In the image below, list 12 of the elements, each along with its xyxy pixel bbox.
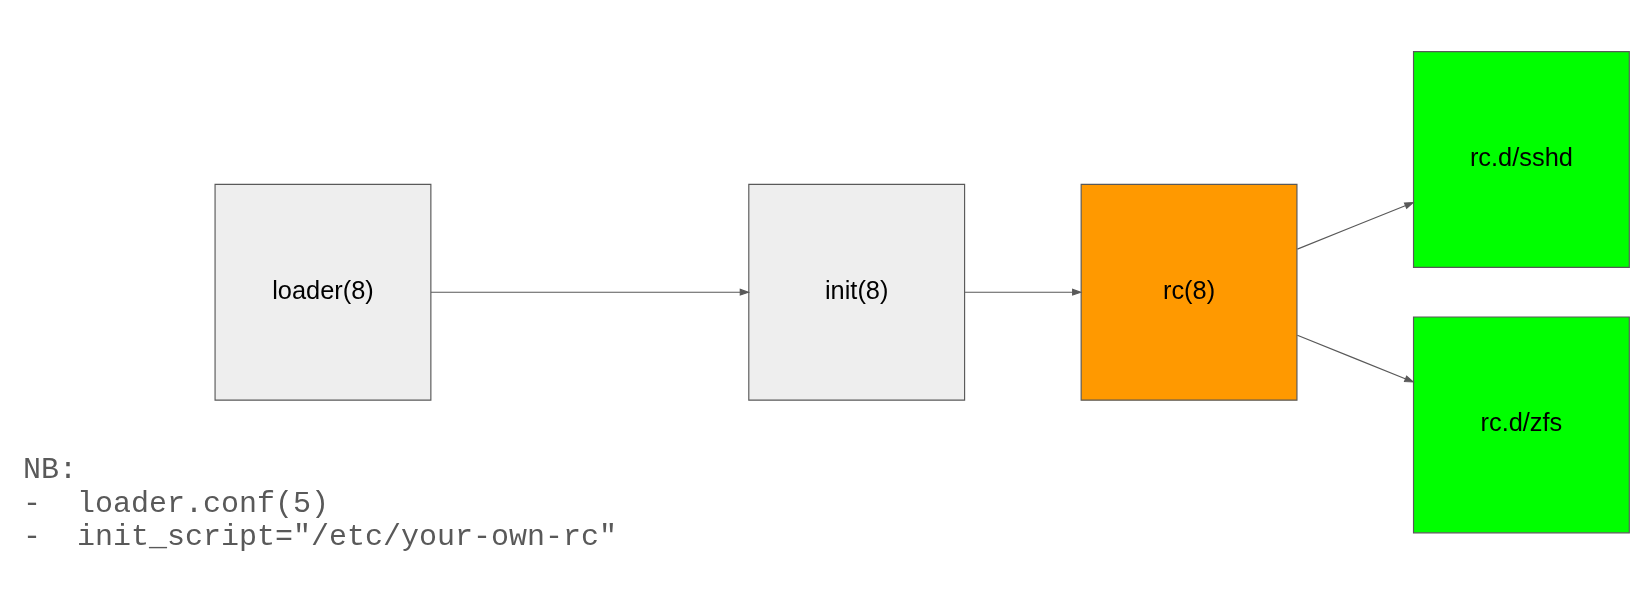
- arrow: [1296, 201, 1415, 250]
- label: - init_script="/etc/your-own-rc": [22, 520, 618, 555]
- arrow: [964, 288, 1083, 296]
- arrow: [1296, 334, 1415, 383]
- node-box: init(8): [748, 183, 966, 401]
- node-box: rc.d/sshd: [1412, 51, 1630, 268]
- label: NB:: [22, 453, 77, 488]
- node-box: rc(8): [1080, 183, 1298, 401]
- node-box: loader(8): [214, 183, 432, 401]
- label: - loader.conf(5): [22, 486, 329, 521]
- arrow: [430, 288, 751, 296]
- node-box: rc.d/zfs: [1412, 316, 1630, 534]
